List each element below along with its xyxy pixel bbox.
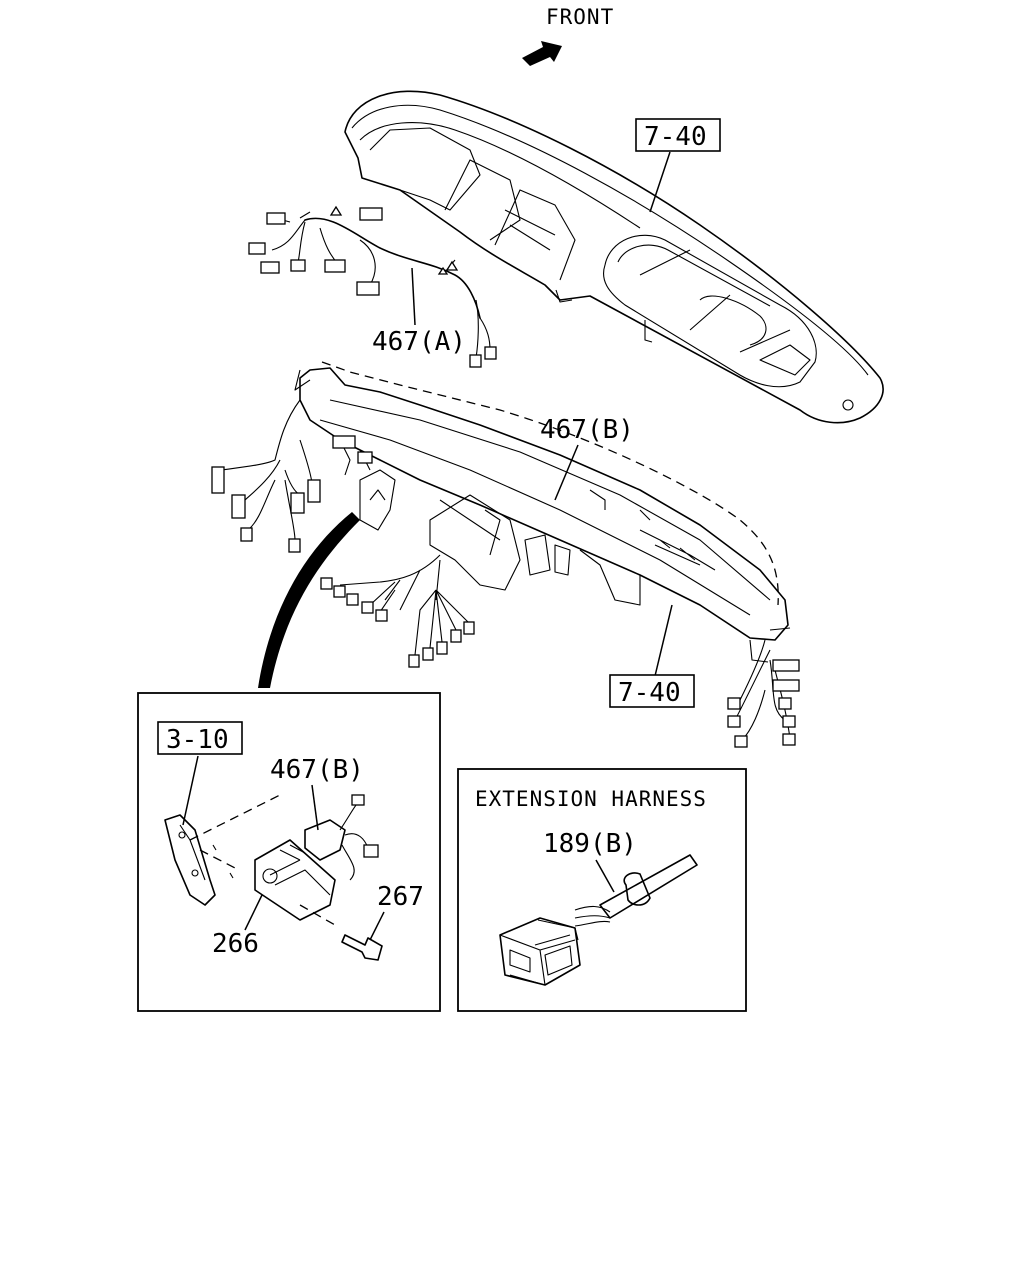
part-189b-label: 189(B) xyxy=(543,829,637,859)
front-indicator: FRONT xyxy=(522,5,614,66)
leader-467a xyxy=(411,267,416,326)
detail-pointer xyxy=(258,512,360,688)
leader-upper-panel xyxy=(649,151,671,213)
extension-harness-inset: EXTENSION HARNESS 189(B) xyxy=(457,768,747,1012)
part-267-label: 267 xyxy=(377,882,424,912)
detail-467b-label: 467(B) xyxy=(270,755,364,785)
harness-467a xyxy=(248,205,497,368)
leader-467b xyxy=(554,444,579,501)
lower-panel-frame xyxy=(294,361,791,663)
detail-bracket-ref: 3-10 xyxy=(166,725,229,755)
extension-harness-title: EXTENSION HARNESS xyxy=(475,787,707,811)
detail-inset-panel: 3-10 467(B) 267 266 xyxy=(137,692,441,1012)
harness-467b-label: 467(B) xyxy=(540,415,634,445)
upper-instrument-panel xyxy=(344,90,884,424)
callout-lower-panel: 7-40 xyxy=(609,674,695,708)
front-label: FRONT xyxy=(546,5,614,29)
leader-lower-panel xyxy=(654,604,673,677)
callout-detail-bracket: 3-10 xyxy=(157,721,243,755)
part-266-label: 266 xyxy=(212,929,259,959)
harness-467b-branches xyxy=(211,399,800,748)
callout-upper-panel: 7-40 xyxy=(635,118,721,152)
harness-467a-label: 467(A) xyxy=(372,327,466,357)
upper-panel-ref: 7-40 xyxy=(644,122,707,152)
front-arrow-icon xyxy=(522,41,562,66)
lower-panel-ref: 7-40 xyxy=(618,678,681,708)
